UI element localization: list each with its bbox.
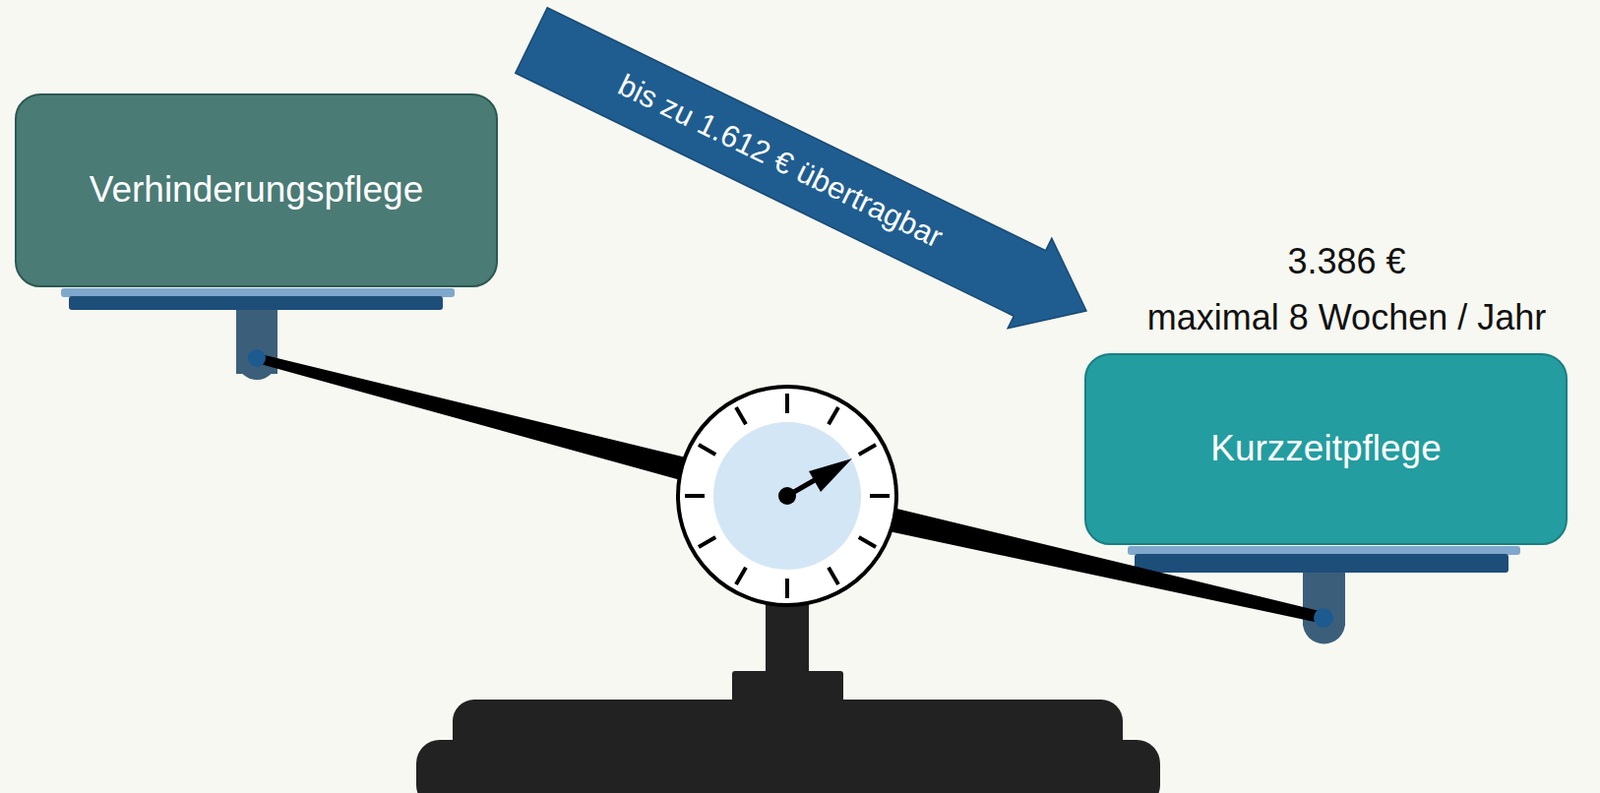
dial-tick [828, 407, 839, 425]
dial-tick [785, 393, 790, 414]
arrow-centerline [531, 40, 1087, 311]
dial-ticks [684, 393, 890, 599]
scale-post [765, 600, 809, 676]
dial-tick [869, 493, 890, 498]
pan-plate [61, 288, 455, 298]
dial-hub [778, 487, 797, 505]
scale-dial [677, 386, 897, 606]
dial-needle [808, 458, 853, 493]
scale-dial-face [713, 422, 862, 570]
pan-hanger [1302, 602, 1346, 645]
dial-tick [684, 493, 705, 498]
dial-tick [859, 444, 876, 455]
beam-pivot [1313, 608, 1334, 628]
box-title: Kurzzeitpflege [1210, 428, 1441, 471]
dial-tick [828, 567, 839, 585]
process-box: 3.386 €maximal 8 Wochen / JahrKurzzeitpf… [1084, 353, 1568, 546]
box-title: Verhinderungspflege [89, 169, 424, 212]
dial-tick [698, 537, 716, 548]
scale-base [416, 739, 1161, 793]
pan-plate [68, 296, 443, 310]
arrow-label: bis zu 1.612 € übertragbar [613, 68, 948, 255]
transfer-arrow [515, 7, 1087, 329]
cost-heading: 3.386 € [1287, 241, 1406, 282]
process-box: Verhinderungspflege [14, 93, 498, 288]
dial-tick [859, 537, 876, 548]
dial-tick [785, 578, 790, 599]
pan-plate [1134, 553, 1509, 573]
dial-tick [736, 407, 746, 425]
dial-tick [698, 444, 716, 455]
arrow-body [515, 7, 1087, 329]
beam-pivot [247, 349, 266, 368]
dial-tick [736, 567, 746, 585]
duration-heading: maximal 8 Wochen / Jahr [1147, 297, 1547, 338]
pan-plate [1127, 546, 1521, 555]
